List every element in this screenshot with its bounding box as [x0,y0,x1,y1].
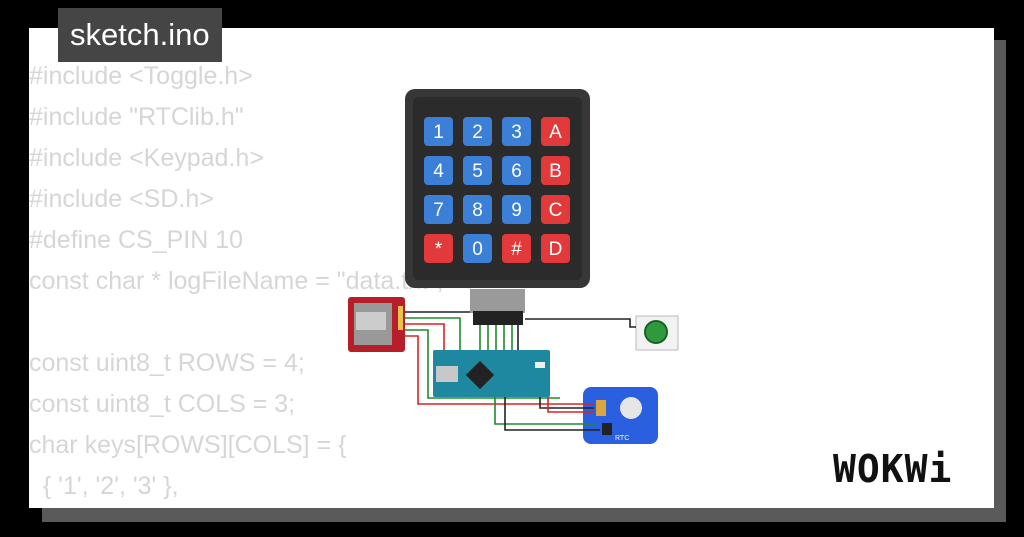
code-line: const uint8_t COLS = 3; [29,390,296,418]
code-line: #define CS_PIN 10 [29,226,244,254]
file-tab[interactable]: sketch.ino [58,8,222,62]
code-line: #include "RTClib.h" [29,103,244,131]
code-listing: #include <Toggle.h> #include "RTClib.h" #i… [29,56,443,507]
code-line [29,302,443,343]
code-line: { '1', '2', '3' }, [29,472,179,500]
code-line: const char * logFileName = "data.txt"; [29,267,444,295]
code-line: #include <Keypad.h> [29,144,264,172]
code-line: const uint8_t ROWS = 4; [29,349,305,377]
code-line: char keys[ROWS][COLS] = { [29,431,347,459]
code-line: #include <SD.h> [29,185,214,213]
code-line: #include <Toggle.h> [29,62,253,90]
wokwi-logo: WOKWi [833,447,953,491]
